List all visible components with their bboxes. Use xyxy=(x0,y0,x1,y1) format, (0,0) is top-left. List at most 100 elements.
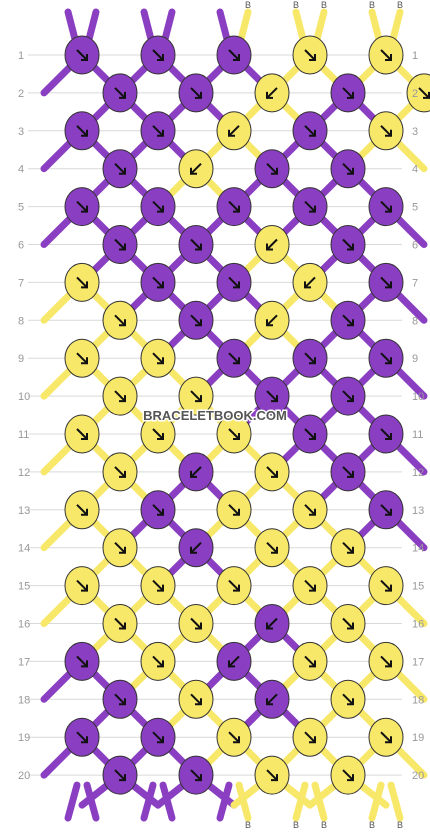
row-number-label: 9 xyxy=(412,353,418,365)
arrow-down-left-icon xyxy=(190,162,202,175)
thread-color-label: A xyxy=(93,0,99,10)
knot xyxy=(292,414,328,454)
arrow-down-right-icon xyxy=(228,579,240,592)
knot xyxy=(292,187,328,227)
knot xyxy=(330,452,366,492)
row-number-label: 3 xyxy=(18,126,24,138)
arrow-down-right-icon xyxy=(380,731,392,744)
arrow-down-right-icon xyxy=(190,314,202,327)
knot xyxy=(330,528,366,568)
arrow-down-right-icon xyxy=(342,466,354,478)
knot xyxy=(102,755,138,795)
knot xyxy=(216,187,252,227)
arrow-down-right-icon xyxy=(190,769,202,782)
knot xyxy=(140,262,176,302)
arrow-down-right-icon xyxy=(304,200,316,213)
thread-color-label: B xyxy=(245,820,251,830)
knot xyxy=(216,111,252,151)
knot xyxy=(102,73,138,113)
knot xyxy=(292,566,328,606)
row-number-label: 14 xyxy=(412,543,424,555)
row-number-label: 4 xyxy=(412,164,418,176)
row-number-label: 10 xyxy=(412,391,424,403)
knot xyxy=(216,717,252,757)
knot xyxy=(330,376,366,416)
row-number-label: 5 xyxy=(18,202,24,214)
arrow-down-right-icon xyxy=(380,428,392,440)
knot xyxy=(368,641,404,681)
arrow-down-left-icon xyxy=(266,87,278,99)
knot xyxy=(178,300,214,340)
arrow-down-right-icon xyxy=(152,428,164,440)
thread-color-label: A xyxy=(65,820,71,830)
arrow-down-right-icon xyxy=(266,466,278,478)
knot xyxy=(292,641,328,681)
thread-tail xyxy=(64,781,81,822)
knot xyxy=(216,490,252,530)
knot xyxy=(216,338,252,378)
arrow-down-right-icon xyxy=(304,731,316,744)
knot xyxy=(140,111,176,151)
arrow-down-right-icon xyxy=(304,579,316,592)
row-number-label: 10 xyxy=(18,391,30,403)
row-number-label: 13 xyxy=(412,505,424,517)
knot xyxy=(254,225,290,264)
arrow-down-right-icon xyxy=(342,617,354,630)
arrow-down-right-icon xyxy=(190,87,202,99)
arrow-down-right-icon xyxy=(380,200,392,213)
arrow-down-right-icon xyxy=(190,238,202,251)
knot xyxy=(330,149,366,189)
arrow-down-right-icon xyxy=(266,390,278,403)
knot xyxy=(178,225,214,264)
knot xyxy=(368,111,404,151)
knot xyxy=(254,679,290,719)
arrow-down-right-icon xyxy=(114,617,126,630)
knot xyxy=(140,35,176,75)
knot xyxy=(254,452,290,492)
knot-grid xyxy=(64,35,430,795)
knot xyxy=(102,149,138,189)
knot xyxy=(292,35,328,75)
knot xyxy=(140,490,176,530)
knot xyxy=(102,528,138,568)
knot xyxy=(406,73,430,113)
row-number-label: 2 xyxy=(18,88,24,100)
knot xyxy=(64,717,100,757)
arrow-down-right-icon xyxy=(152,276,164,289)
row-number-label: 17 xyxy=(18,656,30,668)
arrow-down-right-icon xyxy=(304,49,316,61)
thread-color-label: B xyxy=(397,820,403,830)
knot xyxy=(140,338,176,378)
arrow-down-right-icon xyxy=(190,617,202,630)
knot xyxy=(254,300,290,340)
arrow-down-right-icon xyxy=(342,541,354,554)
row-number-label: 6 xyxy=(412,240,418,252)
knot xyxy=(102,679,138,719)
row-number-label: 18 xyxy=(18,694,30,706)
knot xyxy=(102,452,138,492)
arrow-down-right-icon xyxy=(342,87,354,99)
row-number-label: 9 xyxy=(18,353,24,365)
row-number-label: 19 xyxy=(412,732,424,744)
arrow-down-right-icon xyxy=(304,352,316,365)
row-number-label: 16 xyxy=(18,619,30,631)
arrow-down-right-icon xyxy=(228,352,240,365)
thread-color-label: B xyxy=(321,0,327,10)
knot xyxy=(216,414,252,454)
arrow-down-left-icon xyxy=(266,314,278,327)
row-number-label: 15 xyxy=(18,581,30,593)
thread-color-label: A xyxy=(169,0,175,10)
thread-color-label: B xyxy=(369,0,375,10)
arrow-down-right-icon xyxy=(190,693,202,706)
thread-color-label: B xyxy=(321,820,327,830)
knot xyxy=(64,338,100,378)
arrow-down-right-icon xyxy=(152,49,164,61)
arrow-down-right-icon xyxy=(114,390,126,403)
arrow-down-right-icon xyxy=(76,731,88,744)
thread-tail xyxy=(235,781,252,822)
row-number-label: 11 xyxy=(412,429,423,441)
knot xyxy=(254,149,290,189)
arrow-down-right-icon xyxy=(380,655,392,668)
